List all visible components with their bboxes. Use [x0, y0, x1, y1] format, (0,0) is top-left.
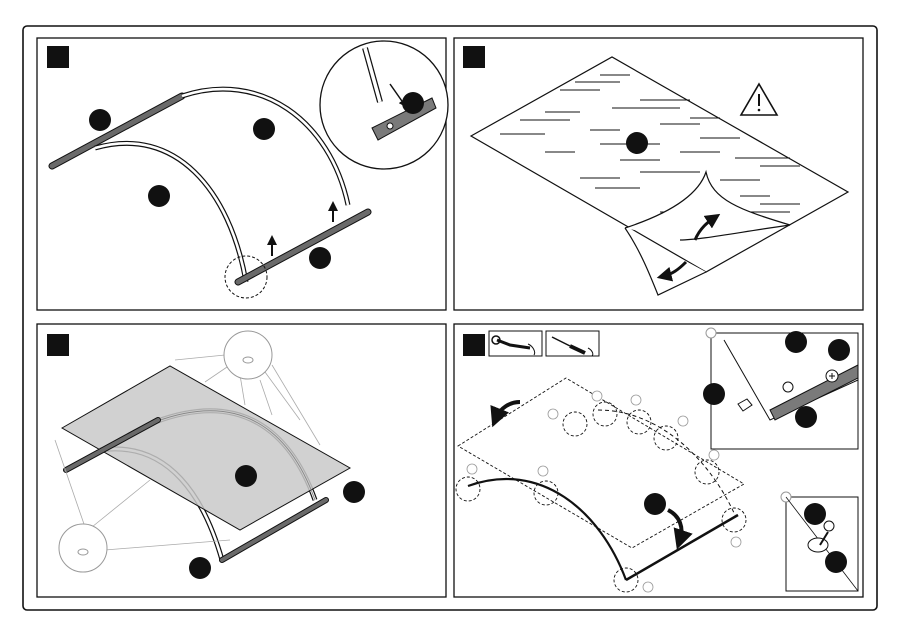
- warning-icon: [739, 82, 779, 116]
- detail-highlight: [224, 255, 268, 299]
- callout-4: [703, 383, 725, 405]
- callout-5: [795, 406, 817, 428]
- curved-arrow-icon: [693, 213, 721, 241]
- screw-detail: [780, 491, 859, 592]
- arch-front: [94, 142, 248, 283]
- step-marker-4: [463, 334, 485, 356]
- sheet-outline: [457, 377, 745, 549]
- outer-border: [22, 25, 878, 611]
- callout-3: [189, 557, 211, 579]
- screw-detail: [223, 330, 273, 380]
- screw-detail: [58, 523, 108, 573]
- arch-back: [181, 87, 350, 206]
- callout-2: [253, 118, 275, 140]
- callout-1: [89, 109, 111, 131]
- step-marker-1: [47, 46, 69, 68]
- wrench-icon: [488, 330, 543, 357]
- polycarbonate-sheet: [60, 365, 352, 531]
- callout-4: [309, 247, 331, 269]
- callout-3: [148, 185, 170, 207]
- callout-1: [235, 465, 257, 487]
- callout-3: [828, 339, 850, 361]
- bottom-rail: [234, 208, 372, 286]
- curved-arrow-icon: [666, 508, 693, 550]
- callout-1: [626, 132, 648, 154]
- screw-positions: [455, 401, 747, 593]
- callout-2: [785, 331, 807, 353]
- callout-1: [644, 493, 666, 515]
- top-rail: [48, 92, 186, 170]
- zoom-detail: [319, 40, 449, 170]
- curved-arrow-icon: [490, 400, 521, 428]
- panel-step-3: [36, 323, 447, 598]
- callout-6: [804, 503, 826, 525]
- callout-7: [825, 551, 847, 573]
- callout-2: [343, 481, 365, 503]
- step-marker-2: [463, 46, 485, 68]
- screwdriver-icon: [545, 330, 600, 357]
- curved-arrow-icon: [656, 260, 688, 282]
- panel-step-2: [453, 37, 864, 311]
- protective-film: [500, 74, 800, 213]
- panel-step-1: [36, 37, 449, 311]
- panel-step-4: [453, 323, 864, 598]
- step-marker-3: [47, 334, 69, 356]
- callout-5: [402, 92, 424, 114]
